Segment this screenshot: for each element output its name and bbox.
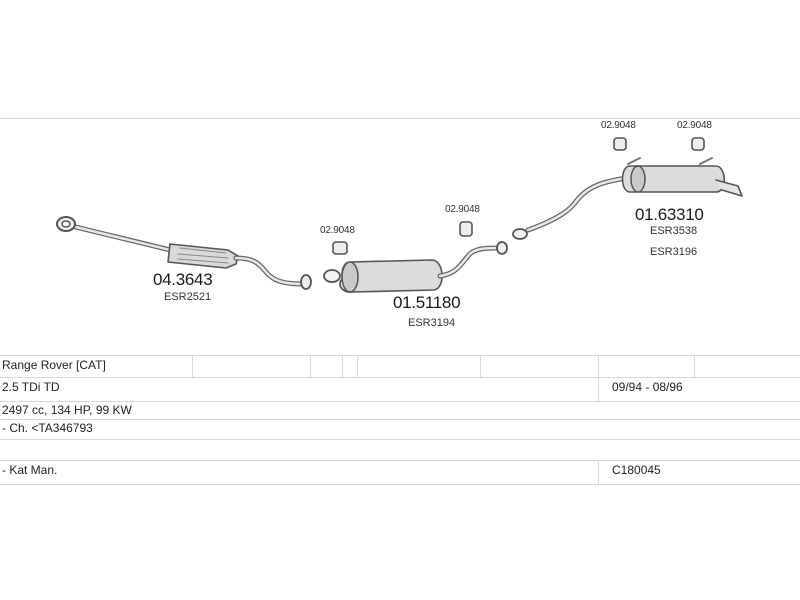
model-text: Range Rover [CAT] (2, 358, 106, 372)
front-pipe-part-number: 04.3643 (153, 270, 213, 289)
column-divider (310, 355, 311, 377)
date-range-text: 09/94 - 08/96 (612, 380, 683, 394)
front-pipe-esr: ESR2521 (164, 291, 212, 303)
note-text: - Kat Man. (2, 463, 58, 477)
mount-drawings (332, 137, 705, 255)
mount-d-part-number: 02.9048 (677, 120, 712, 131)
rear-silencer-esr-2: ESR3196 (650, 246, 698, 258)
column-divider (598, 377, 599, 401)
specs-text: 2497 cc, 134 HP, 99 KW (2, 403, 132, 417)
code-text: C180045 (612, 463, 661, 477)
column-divider (694, 355, 695, 377)
rear-silencer-part-number: 01.63310 (635, 205, 704, 224)
column-divider (598, 460, 599, 484)
rear-silencer-drawing (512, 157, 743, 240)
row-divider (0, 401, 800, 402)
middle-silencer-part-number: 01.51180 (393, 293, 461, 312)
column-divider (192, 355, 193, 377)
table-row-model: Range Rover [CAT] (0, 355, 800, 377)
column-divider (598, 355, 599, 377)
row-divider (0, 460, 800, 461)
front-pipe-drawing (56, 216, 312, 290)
table-row-specs: 2497 cc, 134 HP, 99 KW (0, 401, 800, 419)
middle-silencer-drawing (323, 241, 508, 293)
table-row-engine: 2.5 TDi TD 09/94 - 08/96 (0, 377, 800, 401)
mount-c-part-number: 02.9048 (601, 120, 636, 131)
mount-b-part-number: 02.9048 (445, 204, 480, 215)
rear-silencer-esr-1: ESR3538 (650, 225, 698, 237)
table-top-border (0, 355, 800, 356)
engine-text: 2.5 TDi TD (2, 380, 60, 394)
exhaust-diagram (56, 137, 743, 293)
table-row-note: - Kat Man. C180045 (0, 460, 800, 484)
table-bottom-border (0, 484, 800, 485)
diagram-top-border (0, 118, 800, 119)
mount-a-part-number: 02.9048 (320, 225, 355, 236)
column-divider (342, 355, 343, 377)
column-divider (357, 355, 358, 377)
chassis-text: - Ch. <TA346793 (2, 421, 93, 435)
row-divider (0, 377, 800, 378)
table-row-chassis: - Ch. <TA346793 (0, 419, 800, 439)
row-divider (0, 439, 800, 440)
middle-silencer-esr: ESR3194 (408, 317, 456, 329)
row-divider (0, 419, 800, 420)
column-divider (480, 355, 481, 377)
